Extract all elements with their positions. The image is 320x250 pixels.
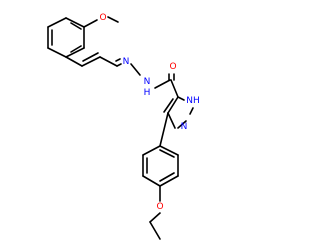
atom-label-pyrazole-nitrogen: N	[181, 122, 188, 132]
bond	[70, 45, 82, 53]
bond	[159, 175, 179, 187]
bond	[70, 22, 82, 30]
molecule-diagram: O N N H O NH N O	[47, 13, 200, 240]
bond	[81, 56, 101, 67]
bond	[177, 120, 187, 129]
bond	[149, 221, 161, 240]
bond	[82, 52, 99, 62]
bond	[116, 63, 122, 67]
bond	[142, 175, 161, 187]
bond	[149, 212, 161, 223]
bond	[65, 47, 85, 58]
bond	[130, 63, 141, 76]
bond	[47, 47, 67, 58]
atom-label-hydrazide-nitrogen: N	[144, 77, 151, 87]
bond	[167, 112, 176, 129]
bond	[65, 17, 85, 28]
bond	[142, 145, 161, 156]
bond	[107, 16, 119, 23]
bond	[170, 79, 179, 98]
bond	[154, 79, 171, 89]
bond	[177, 96, 185, 101]
bond	[189, 107, 194, 115]
atom-label-ethoxy-oxygen: O	[156, 202, 163, 212]
bond	[159, 149, 175, 158]
bond	[99, 56, 118, 67]
atom-label-carbonyl-oxygen: O	[169, 62, 176, 72]
bond	[115, 58, 121, 62]
bond	[159, 112, 169, 147]
atom-label-pyrazole-nh: NH	[186, 96, 200, 106]
bond	[159, 145, 179, 156]
bond	[163, 98, 174, 113]
bond	[47, 17, 67, 28]
structure-canvas: O N N H O NH N O	[47, 13, 200, 240]
atom-labels: O N N H O NH N O	[99, 13, 199, 212]
bonds	[47, 16, 194, 240]
atom-label-hydrazide-hydrogen: H	[144, 88, 151, 98]
bond	[65, 56, 83, 67]
atom-label-methoxy-oxygen: O	[99, 13, 106, 23]
bond	[167, 96, 179, 114]
atom-label-imine-nitrogen: N	[123, 57, 130, 67]
bond	[83, 19, 98, 28]
bond	[159, 172, 175, 182]
